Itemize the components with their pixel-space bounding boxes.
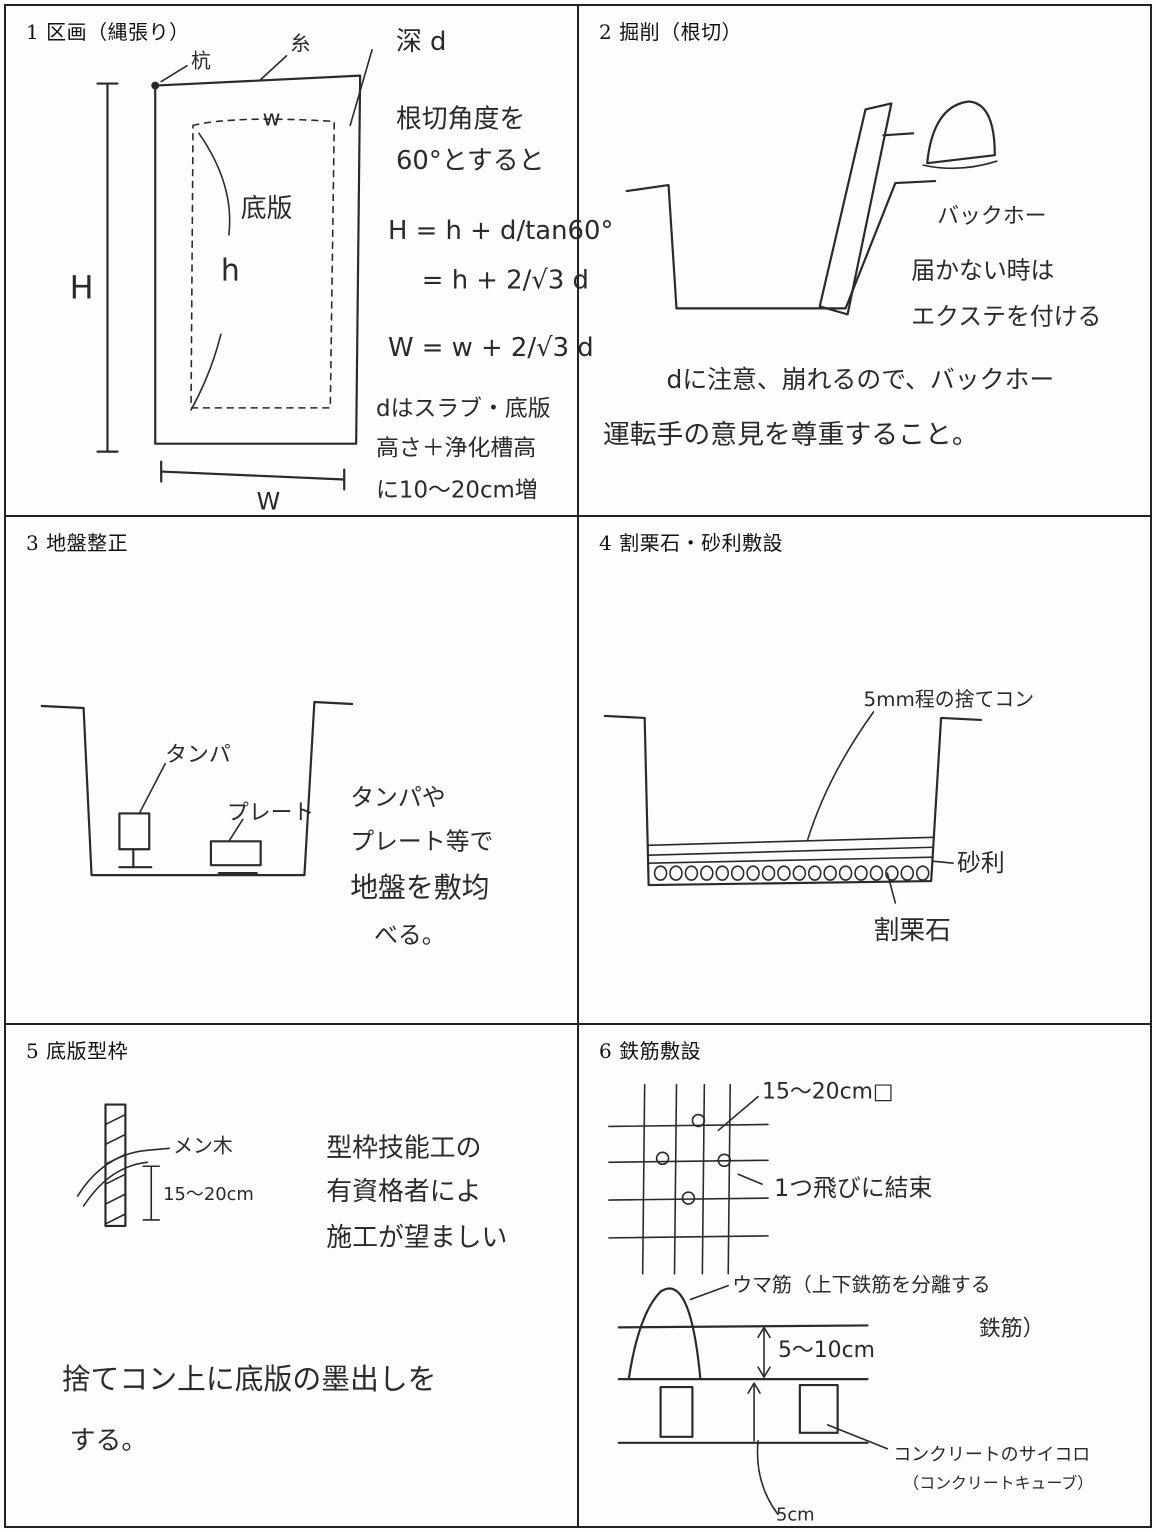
rubble-stones — [653, 865, 930, 882]
spacer-label-2: （コンクリートキューブ） — [903, 1473, 1093, 1492]
formwork-sketch: メン木 15～20cm 型枠技能工の 有資格者によ 施工が望ましい 捨てコン上に… — [62, 1103, 507, 1455]
stirrup-label: ウマ筋（上下鉄筋を分離する — [732, 1273, 990, 1296]
tamper-label: タンパ — [165, 743, 231, 768]
formula-H: H = h + d/tan60° — [388, 216, 613, 246]
rubble-label: 割栗石 — [873, 916, 951, 946]
ground-sketch: タンパ プレート タンパや プレート等で 地盤を敷均 べる。 — [40, 701, 493, 949]
rubble-stone — [900, 865, 915, 882]
panel-2-excavation: 2 掘削（根切） バックホー 届かない時は エクステを付ける dに注意、崩れるの… — [578, 5, 1151, 517]
plate-label: プレート — [227, 801, 315, 826]
rubble-stone — [715, 865, 730, 882]
note-line: 運転手の意見を尊重すること。 — [603, 420, 979, 451]
height-label: 15～20cm — [163, 1184, 254, 1205]
layout-sketch: 杭 糸 深 d w 底版 h H W 根切角度を 60°とすると H = h +… — [70, 27, 614, 516]
rubble-stone — [869, 865, 884, 882]
note-line: に10～20cm増 — [376, 477, 538, 503]
panel-title: 5 底版型枠 — [26, 1038, 129, 1063]
note-line: 根切角度を — [396, 104, 525, 134]
panel-title: 1 区画（縄張り） — [26, 20, 190, 44]
rubble-stone — [669, 865, 683, 882]
note-line: タンパや — [350, 784, 445, 812]
panel-5-formwork: 5 底版型枠 メン木 15～20cm 型枠技能工の 有資格者によ 施工が望ましい… — [5, 1023, 578, 1527]
note-line: 捨てコン上に底版の墨出しを — [62, 1362, 437, 1396]
panel-4-gravel: 4 割栗石・砂利敷設 5mm程の捨てコン 砂利 割栗石 — [578, 516, 1151, 1024]
spacing-label: 15～20cm□ — [762, 1079, 894, 1104]
rubble-stone — [792, 865, 807, 882]
panel-title: 4 割栗石・砂利敷設 — [599, 531, 784, 556]
excavation-sketch: バックホー 届かない時は エクステを付ける dに注意、崩れるので、バックホー 運… — [603, 100, 1101, 451]
rubble-stone — [653, 865, 668, 882]
cover-label: 5cm — [776, 1504, 815, 1525]
rubble-stone — [746, 865, 760, 882]
formula-H-2: = h + 2/√3 d — [422, 266, 589, 296]
note-line: する。 — [70, 1425, 148, 1455]
note-line: 型枠技能工の — [326, 1133, 481, 1163]
rubble-stone — [807, 865, 822, 882]
concrete-label: 5mm程の捨てコン — [864, 688, 1035, 711]
rubble-stone — [885, 865, 899, 882]
note-line: べる。 — [374, 921, 446, 949]
panel-6-rebar: 6 鉄筋敷設 15～20cm□ 1つ飛びに結束 — [578, 1023, 1151, 1527]
panel-3-ground: 3 地盤整正 タンパ プレート タンパや プレート等で 地盤を敷均 べる。 — [5, 516, 578, 1024]
w-label: w — [263, 106, 281, 131]
note-line: 地盤を敷均 — [350, 871, 489, 904]
rubble-stone — [854, 865, 868, 882]
tie-label: 1つ飛びに結束 — [774, 1174, 932, 1202]
panel-title: 6 鉄筋敷設 — [599, 1038, 702, 1063]
rubble-stone — [761, 865, 776, 882]
note-line: エクステを付ける — [911, 302, 1101, 330]
rubble-stone — [777, 865, 791, 882]
note-line: 有資格者によ — [326, 1177, 481, 1207]
note-line: 60°とすると — [396, 146, 545, 176]
rebar-sketch: 15～20cm□ 1つ飛びに結束 ウマ筋（上下鉄筋を分離する 鉄筋） 5～10c… — [608, 1079, 1093, 1525]
rubble-stone — [700, 865, 714, 882]
rubble-stone — [730, 865, 745, 882]
depth-label: 深 d — [396, 27, 447, 57]
spacer-label: コンクリートのサイコロ — [893, 1444, 1090, 1465]
note-line: 届かない時は — [911, 257, 1054, 285]
gap-label: 5～10cm — [778, 1338, 875, 1363]
gravel-sketch: 5mm程の捨てコン 砂利 割栗石 — [603, 688, 1035, 946]
gravel-label: 砂利 — [957, 849, 1005, 877]
formula-W: W = w + 2/√3 d — [388, 333, 594, 363]
note-line: 高さ＋浄化槽高 — [376, 436, 536, 462]
note-line: 施工が望ましい — [326, 1222, 507, 1252]
panel-grid: 1 区画（縄張り） 杭 糸 深 d w 底版 — [4, 4, 1152, 1528]
h-label: h — [221, 254, 240, 289]
backhoe-label: バックホー — [937, 204, 1046, 229]
string-label: 糸 — [291, 32, 311, 55]
rubble-stone — [823, 865, 837, 882]
panel-1-layout: 1 区画（縄張り） 杭 糸 深 d w 底版 — [5, 5, 614, 517]
panel-title: 2 掘削（根切） — [599, 20, 743, 44]
slab-label: 底版 — [241, 194, 293, 224]
rubble-stone — [684, 865, 699, 882]
rubble-stone — [838, 865, 853, 882]
panel-title: 3 地盤整正 — [26, 531, 129, 556]
W-label: W — [257, 487, 281, 515]
rubble-stone — [915, 865, 930, 882]
note-line: dはスラブ・底版 — [376, 396, 551, 422]
H-label: H — [70, 268, 94, 306]
stirrup-label-2: 鉄筋） — [979, 1316, 1045, 1341]
form-label: メン木 — [173, 1134, 233, 1157]
note-line: dに注意、崩れるので、バックホー — [667, 365, 1055, 394]
stake-label: 杭 — [191, 50, 211, 73]
note-line: プレート等で — [350, 828, 493, 856]
